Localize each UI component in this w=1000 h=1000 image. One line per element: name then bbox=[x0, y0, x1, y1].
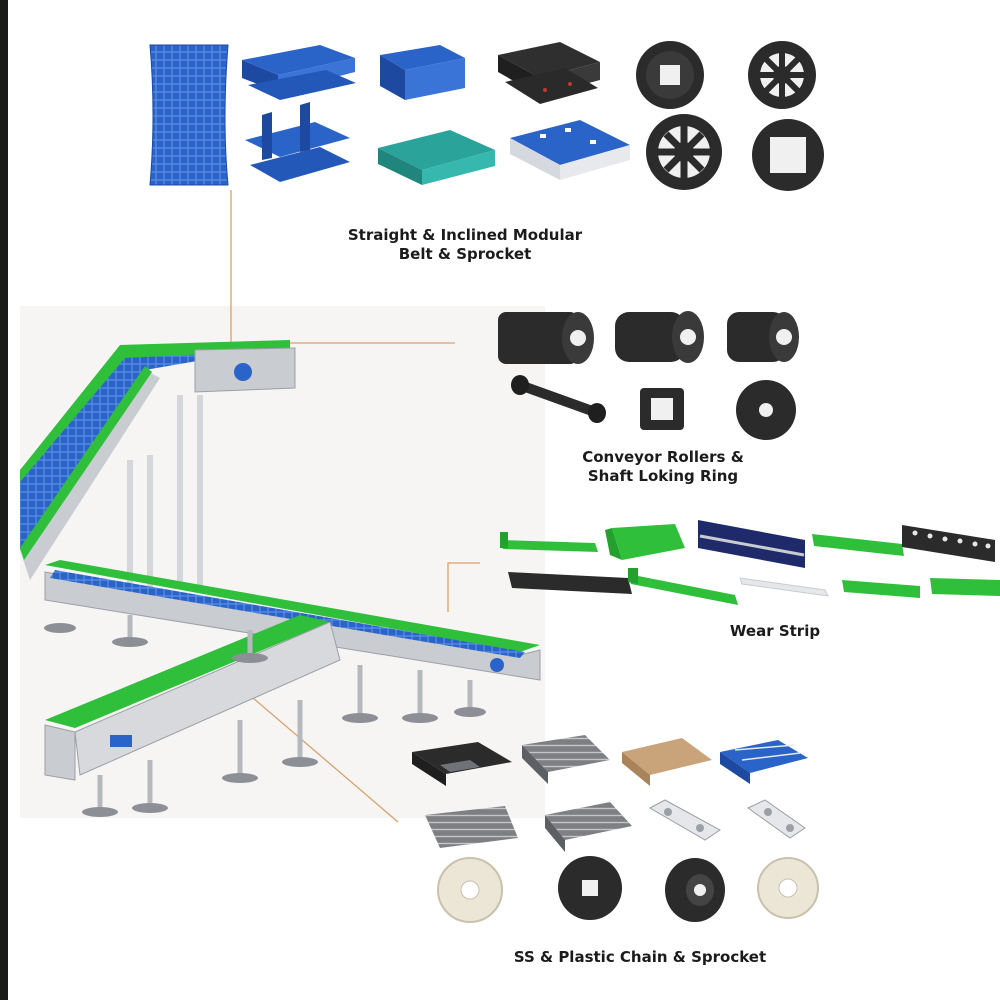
caption-line: Belt & Sprocket bbox=[398, 245, 532, 263]
wear-strip-icon bbox=[500, 532, 598, 552]
modular-belt-icon bbox=[245, 102, 350, 182]
chain-icon bbox=[648, 799, 721, 841]
modular-belt-caption: Straight & Inclined Modular Belt & Sproc… bbox=[320, 226, 610, 264]
wear-strip-icon bbox=[508, 572, 632, 594]
modular-belt-icon bbox=[498, 42, 600, 104]
conveyor-illustration bbox=[20, 340, 541, 817]
chain-icon bbox=[412, 742, 512, 786]
rollers-caption: Conveyor Rollers & Shaft Loking Ring bbox=[548, 448, 778, 486]
caption-line: Wear Strip bbox=[729, 622, 821, 640]
roller-icon bbox=[511, 375, 606, 423]
roller-icon bbox=[615, 311, 704, 363]
caption-line: SS & Plastic Chain & Sprocket bbox=[513, 948, 767, 966]
sprocket-icon bbox=[757, 857, 819, 919]
roller-icon bbox=[665, 858, 725, 922]
roller-group bbox=[498, 311, 799, 440]
sprocket-icon bbox=[437, 857, 503, 923]
modular-belt-icon bbox=[380, 45, 465, 100]
roller-icon bbox=[498, 312, 594, 364]
chain-caption: SS & Plastic Chain & Sprocket bbox=[480, 948, 800, 967]
roller-icon bbox=[727, 312, 799, 362]
modular-belt-icon bbox=[242, 45, 356, 100]
chain-icon bbox=[747, 799, 806, 839]
chain-icon bbox=[425, 806, 518, 848]
modular-belt-icon bbox=[149, 44, 229, 186]
locking-ring-icon bbox=[640, 388, 684, 430]
caption-line: Conveyor Rollers & bbox=[582, 448, 744, 466]
wear-strip-caption: Wear Strip bbox=[700, 622, 850, 641]
wear-strip-icon bbox=[902, 525, 995, 562]
chain-icon bbox=[522, 735, 610, 784]
leader-lines bbox=[230, 190, 480, 823]
caption-line: Straight & Inclined Modular bbox=[347, 226, 583, 244]
left-edge-bar bbox=[0, 0, 8, 1000]
sprocket-icon bbox=[748, 41, 816, 109]
locking-ring-icon bbox=[736, 380, 796, 440]
sprocket-icon bbox=[636, 41, 704, 109]
modular-belt-group bbox=[149, 41, 824, 191]
wear-strip-icon bbox=[812, 534, 904, 556]
modular-belt-icon bbox=[378, 130, 495, 185]
wear-strip-icon bbox=[605, 524, 685, 560]
wear-strip-icon bbox=[739, 577, 829, 597]
wear-strip-icon bbox=[842, 580, 920, 598]
chain-icon bbox=[545, 802, 632, 852]
chain-icon bbox=[720, 740, 808, 784]
caption-line: Shaft Loking Ring bbox=[587, 467, 739, 485]
wear-strip-group bbox=[500, 520, 1000, 605]
chain-group bbox=[412, 735, 819, 923]
chain-icon bbox=[622, 738, 712, 786]
sprocket-icon bbox=[558, 856, 622, 920]
modular-belt-icon bbox=[510, 120, 630, 180]
sprocket-icon bbox=[752, 119, 824, 191]
wear-strip-icon bbox=[628, 568, 738, 605]
wear-strip-icon bbox=[930, 578, 1000, 596]
wear-strip-icon bbox=[698, 520, 805, 568]
sprocket-icon bbox=[646, 114, 722, 190]
